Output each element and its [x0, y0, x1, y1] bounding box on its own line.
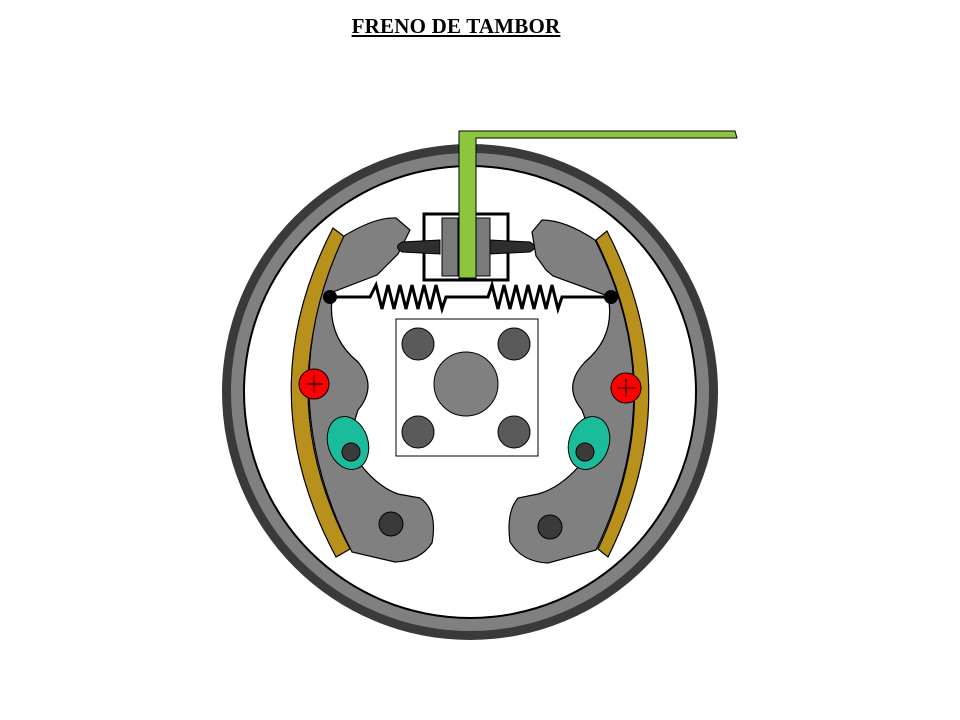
- hub-stud: [401, 327, 435, 361]
- hub-stud: [401, 415, 435, 449]
- left-piston: [441, 217, 459, 277]
- control-rod: [458, 130, 738, 279]
- pivot-pin: [298, 368, 642, 404]
- adjuster-cam: [326, 416, 611, 470]
- hub-plate: [395, 318, 539, 457]
- hub-stud: [497, 327, 531, 361]
- right-cam-pin: [575, 442, 595, 462]
- left-cam-pin: [341, 442, 361, 462]
- right-shoe-bolt: [537, 514, 563, 540]
- hub-stud: [497, 415, 531, 449]
- left-shoe-bolt: [378, 511, 404, 537]
- left-piston-rod: [397, 239, 441, 255]
- return-spring: [323, 279, 618, 315]
- hub-center: [433, 351, 499, 417]
- spring-coil: [330, 279, 611, 315]
- right-piston-rod: [489, 239, 535, 255]
- page-title: FRENO DE TAMBOR: [351, 14, 561, 38]
